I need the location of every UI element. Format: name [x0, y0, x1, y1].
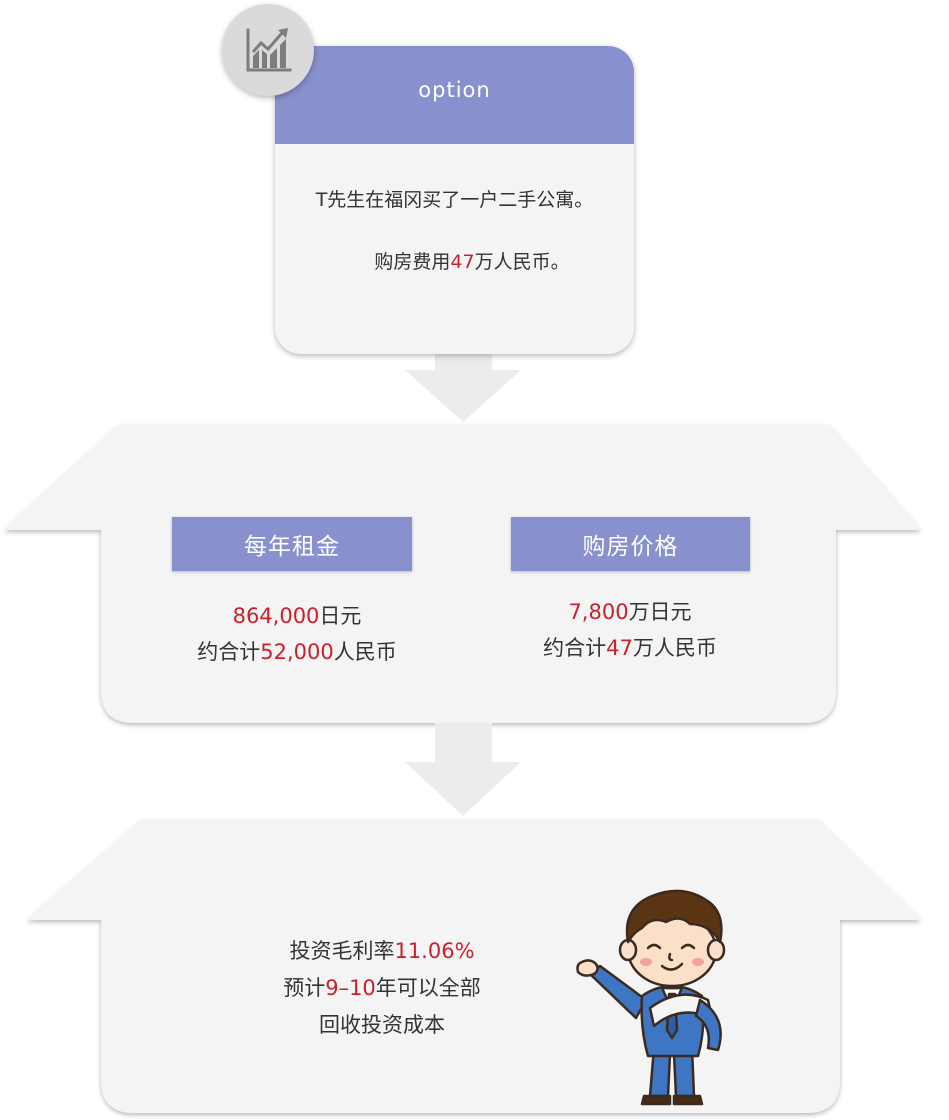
annual-rent-cny: 约合计52,000人民币 — [142, 634, 452, 670]
down-arrow-2 — [405, 723, 521, 816]
purchase-cost-value: 47 — [450, 251, 475, 273]
option-card-title: option — [418, 78, 491, 102]
payback-prefix: 预计 — [283, 976, 326, 1000]
gross-yield-value: 11.06% — [394, 939, 475, 963]
annual-rent-jpy-unit: 日元 — [319, 604, 362, 628]
payback-line-2: 回收投资成本 — [319, 1013, 445, 1037]
purchase-price-cny-prefix: 约合计 — [543, 636, 607, 660]
purchase-price-cny-unit: 万人民币 — [632, 636, 717, 660]
house-panel-middle — [4, 425, 921, 723]
payback-years: 9–10 — [325, 976, 376, 1000]
annual-rent-jpy-value: 864,000 — [232, 604, 320, 628]
option-card-body: T先生在福冈买了一户二手公寓。 购房费用47万人民币。 — [275, 144, 634, 276]
payback-suffix: 年可以全部 — [375, 976, 481, 1000]
purchase-cost-label: 购房费用 — [374, 251, 451, 273]
purchase-price-cny-value: 47 — [606, 636, 633, 660]
annual-rent-label: 每年租金 — [172, 517, 412, 571]
purchase-price-label: 购房价格 — [511, 517, 750, 571]
purchase-price-jpy-value: 7,800 — [568, 600, 629, 624]
gross-yield-line: 投资毛利率11.06% — [232, 933, 532, 970]
down-arrow-1 — [405, 352, 521, 422]
option-card: option T先生在福冈买了一户二手公寓。 购房费用47万人民币。 — [275, 46, 634, 354]
growth-chart-icon — [222, 4, 314, 96]
annual-rent-cny-unit: 人民币 — [333, 640, 397, 664]
purchase-cost-unit: 万人民币。 — [474, 251, 570, 273]
annual-rent-cny-prefix: 约合计 — [197, 640, 261, 664]
option-card-header: option — [275, 46, 634, 144]
option-card-line2: 购房费用47万人民币。 — [275, 248, 634, 276]
gross-yield-label: 投资毛利率 — [289, 939, 395, 963]
result-text: 投资毛利率11.06% 预计9–10年可以全部 回收投资成本 — [232, 933, 532, 1044]
annual-rent-values: 864,000日元 约合计52,000人民币 — [142, 598, 452, 670]
cartoon-businessman-illustration — [576, 889, 726, 1106]
option-card-line1: T先生在福冈买了一户二手公寓。 — [315, 189, 594, 211]
annual-rent-label-text: 每年租金 — [244, 534, 340, 560]
purchase-price-values: 7,800万日元 约合计47万人民币 — [475, 594, 785, 666]
annual-rent-jpy: 864,000日元 — [142, 598, 452, 634]
purchase-price-jpy: 7,800万日元 — [475, 594, 785, 630]
purchase-price-cny: 约合计47万人民币 — [475, 630, 785, 666]
payback-line: 预计9–10年可以全部 — [232, 970, 532, 1007]
annual-rent-cny-value: 52,000 — [260, 640, 334, 664]
purchase-price-label-text: 购房价格 — [582, 534, 679, 560]
purchase-price-jpy-unit: 万日元 — [628, 600, 692, 624]
